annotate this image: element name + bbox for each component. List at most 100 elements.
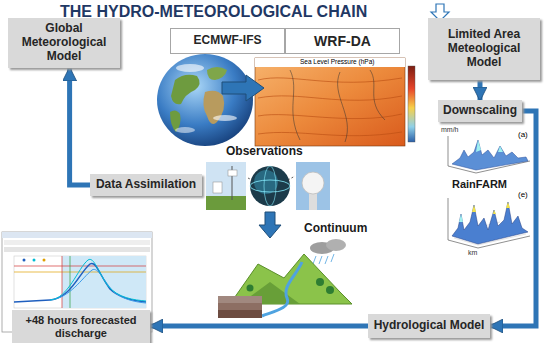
- annotation-label: Observations: [226, 145, 303, 159]
- hydrograph-screenshot: [2, 232, 152, 238]
- annotation-label: Continuum: [304, 222, 367, 236]
- block-arrow: [222, 75, 264, 101]
- box-text: Global Meteorological Model: [12, 22, 116, 63]
- catchment-picture: [326, 286, 334, 294]
- block-arrow: [259, 212, 281, 238]
- box-text: Data Assimilation: [94, 178, 198, 192]
- flow-arrow: [70, 68, 90, 185]
- rainfall-plot: [472, 202, 510, 214]
- rainfall-plot: [452, 202, 528, 244]
- annotation-label: (a): [518, 130, 528, 139]
- hydrograph-screenshot: [62, 256, 63, 308]
- catchment-picture: [316, 278, 324, 286]
- pressure-map: [338, 72, 348, 142]
- hydrograph-screenshot: [33, 259, 36, 262]
- globe-picture: [171, 75, 200, 105]
- hydrograph-screenshot: [14, 272, 146, 273]
- radar-photo: [302, 172, 324, 194]
- annotation-label: Sea Level Pressure (hPa): [300, 58, 374, 65]
- pressure-map: [258, 78, 402, 82]
- globe-picture: [213, 115, 237, 121]
- hydrograph-screenshot: [14, 266, 146, 267]
- globe-picture: [175, 127, 195, 133]
- satellite-photo: [264, 166, 276, 206]
- weather-station-photo: [206, 162, 246, 210]
- pressure-map: [255, 58, 405, 146]
- radar-photo: [296, 162, 330, 210]
- hydrograph-screenshot: [4, 240, 150, 245]
- box-text-group: WRF-DA: [290, 33, 395, 49]
- dashed-link: [248, 178, 252, 180]
- hydrograph-screenshot: [50, 259, 146, 301]
- box-text-group: Downscaling: [442, 104, 518, 118]
- globe-picture: [207, 67, 227, 80]
- rainfall-plot: [448, 136, 530, 173]
- satellite-photo: [250, 180, 290, 192]
- catchment-picture: [262, 262, 302, 316]
- globe-picture: [157, 54, 253, 146]
- catchment-picture: [218, 239, 352, 318]
- box-text-group: +48 hours forecasted discharge: [16, 314, 146, 339]
- satellite-photo: [250, 166, 290, 206]
- hydrograph-screenshot: [14, 263, 146, 302]
- process-box: Downscaling: [438, 100, 522, 122]
- catchment-picture: [218, 303, 262, 310]
- box-text: ECMWF-IFS: [175, 34, 280, 48]
- box-text-group: Global Meteorological Model: [12, 22, 116, 63]
- pressure-map: [255, 58, 405, 67]
- box-text-group: Limited Area Meteological Model: [432, 28, 536, 69]
- box-text-group: Data Assimilation: [94, 178, 198, 192]
- pressure-map: [370, 70, 385, 120]
- flow-arrow: [150, 324, 368, 329]
- process-box: Hydrological Model: [368, 314, 490, 338]
- hydrograph-screenshot: [43, 259, 46, 262]
- pressure-map: [258, 132, 402, 136]
- rainfall-plot: [448, 136, 530, 248]
- process-box: +48 hours forecasted discharge: [12, 310, 150, 343]
- annotation-label: (e): [518, 190, 528, 199]
- catchment-picture: [218, 310, 262, 318]
- radar-photo: [296, 162, 330, 210]
- globe-picture: [157, 54, 253, 146]
- catchment-picture: [247, 285, 254, 292]
- globe-picture: [176, 64, 204, 72]
- rainfall-plot: [476, 140, 503, 152]
- process-box: WRF-DA: [285, 28, 400, 54]
- hydrograph-screenshot: [50, 269, 146, 303]
- box-text-group: ECMWF-IFS: [175, 34, 280, 48]
- pressure-map: [258, 96, 402, 100]
- dashed-link: [288, 176, 295, 180]
- weather-station-photo: [206, 196, 246, 210]
- hydrograph-screenshot: [14, 256, 146, 308]
- pressure-map: [255, 58, 415, 146]
- process-box: ECMWF-IFS: [170, 28, 285, 54]
- box-text: Limited Area Meteological Model: [432, 28, 536, 69]
- hydrograph-screenshot: [4, 247, 150, 252]
- weather-station-photo: [213, 182, 222, 193]
- annotation-label: mm/h: [441, 126, 459, 134]
- catchment-picture: [218, 296, 262, 303]
- flow-arrow: [490, 111, 536, 326]
- annotation-label: km: [468, 249, 477, 257]
- hydrograph-screenshot: [23, 259, 26, 262]
- pressure-map: [290, 70, 300, 140]
- process-box: Limited Area Meteological Model: [428, 18, 540, 80]
- process-box: Data Assimilation: [90, 174, 202, 196]
- hydrograph-screenshot: [70, 256, 71, 308]
- box-text-group: Hydrological Model: [372, 319, 486, 333]
- pressure-map: [408, 66, 415, 142]
- rainfall-plot: [448, 198, 530, 248]
- annotation-label: RainFARM: [452, 178, 507, 191]
- weather-station-photo: [206, 162, 246, 210]
- box-text: WRF-DA: [290, 33, 395, 49]
- catchment-picture: [326, 239, 346, 251]
- box-text: +48 hours forecasted discharge: [16, 314, 146, 339]
- process-box: Global Meteorological Model: [8, 18, 120, 68]
- rainfall-plot: [452, 140, 528, 170]
- rainfall-plot: [459, 214, 463, 222]
- catchment-picture: [313, 254, 334, 264]
- box-text: Downscaling: [442, 104, 518, 118]
- flow-arrow: [478, 80, 483, 100]
- weather-station-photo: [228, 170, 237, 176]
